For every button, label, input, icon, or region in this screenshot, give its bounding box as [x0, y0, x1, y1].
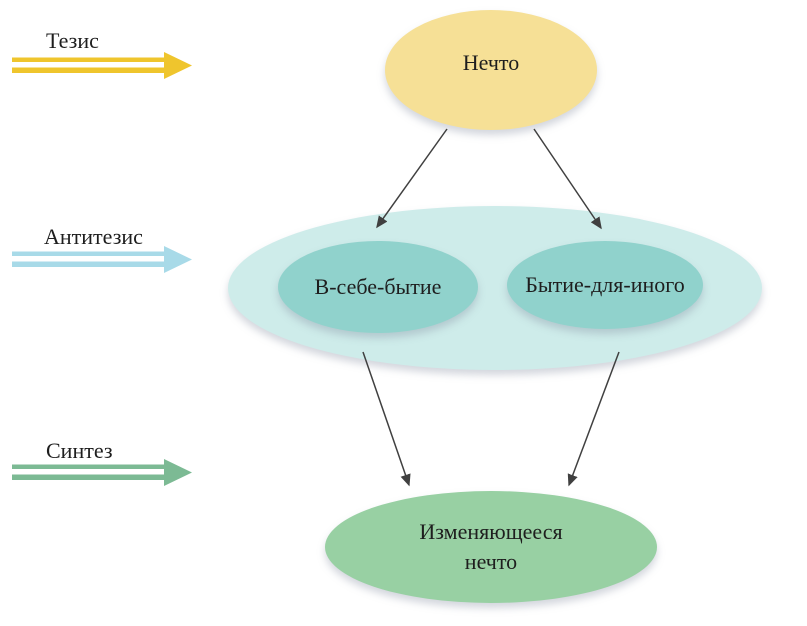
node-something-label: Нечто [462, 50, 520, 76]
thesis-arrow-bottom-bar [12, 67, 168, 73]
thesis-arrow-icon [12, 52, 192, 79]
node-being-for-other: Бытие-для-иного [507, 241, 703, 329]
legend-label-thesis: Тезис [46, 28, 99, 53]
node-something: Нечто [385, 10, 597, 130]
antithesis-arrow-top-bar [12, 251, 168, 256]
synthesis-arrow-head [164, 459, 192, 486]
node-being-in-itself-label: В-себе-бытие [314, 274, 442, 300]
antithesis-arrow-head [164, 246, 192, 273]
connector-group-to-changing-left [362, 351, 411, 487]
synthesis-arrow-icon [12, 459, 192, 486]
node-being-in-itself: В-себе-бытие [278, 241, 478, 333]
thesis-arrow-top-bar [12, 57, 168, 62]
node-changing-something-label: Изменяющееся нечто [419, 519, 563, 574]
synthesis-arrow-bottom-bar [12, 474, 168, 480]
legend-label-antithesis: Антитезис [44, 224, 143, 249]
antithesis-arrow-icon [12, 246, 192, 273]
node-being-for-other-label: Бытие-для-иного [525, 272, 685, 298]
synthesis-arrow-top-bar [12, 464, 168, 469]
node-changing-something: Изменяющееся нечто [325, 491, 657, 603]
legend-label-synthesis: Синтез [46, 438, 113, 463]
antithesis-arrow-bottom-bar [12, 261, 168, 267]
thesis-arrow-head [164, 52, 192, 79]
connector-group-to-changing-right [567, 351, 620, 487]
